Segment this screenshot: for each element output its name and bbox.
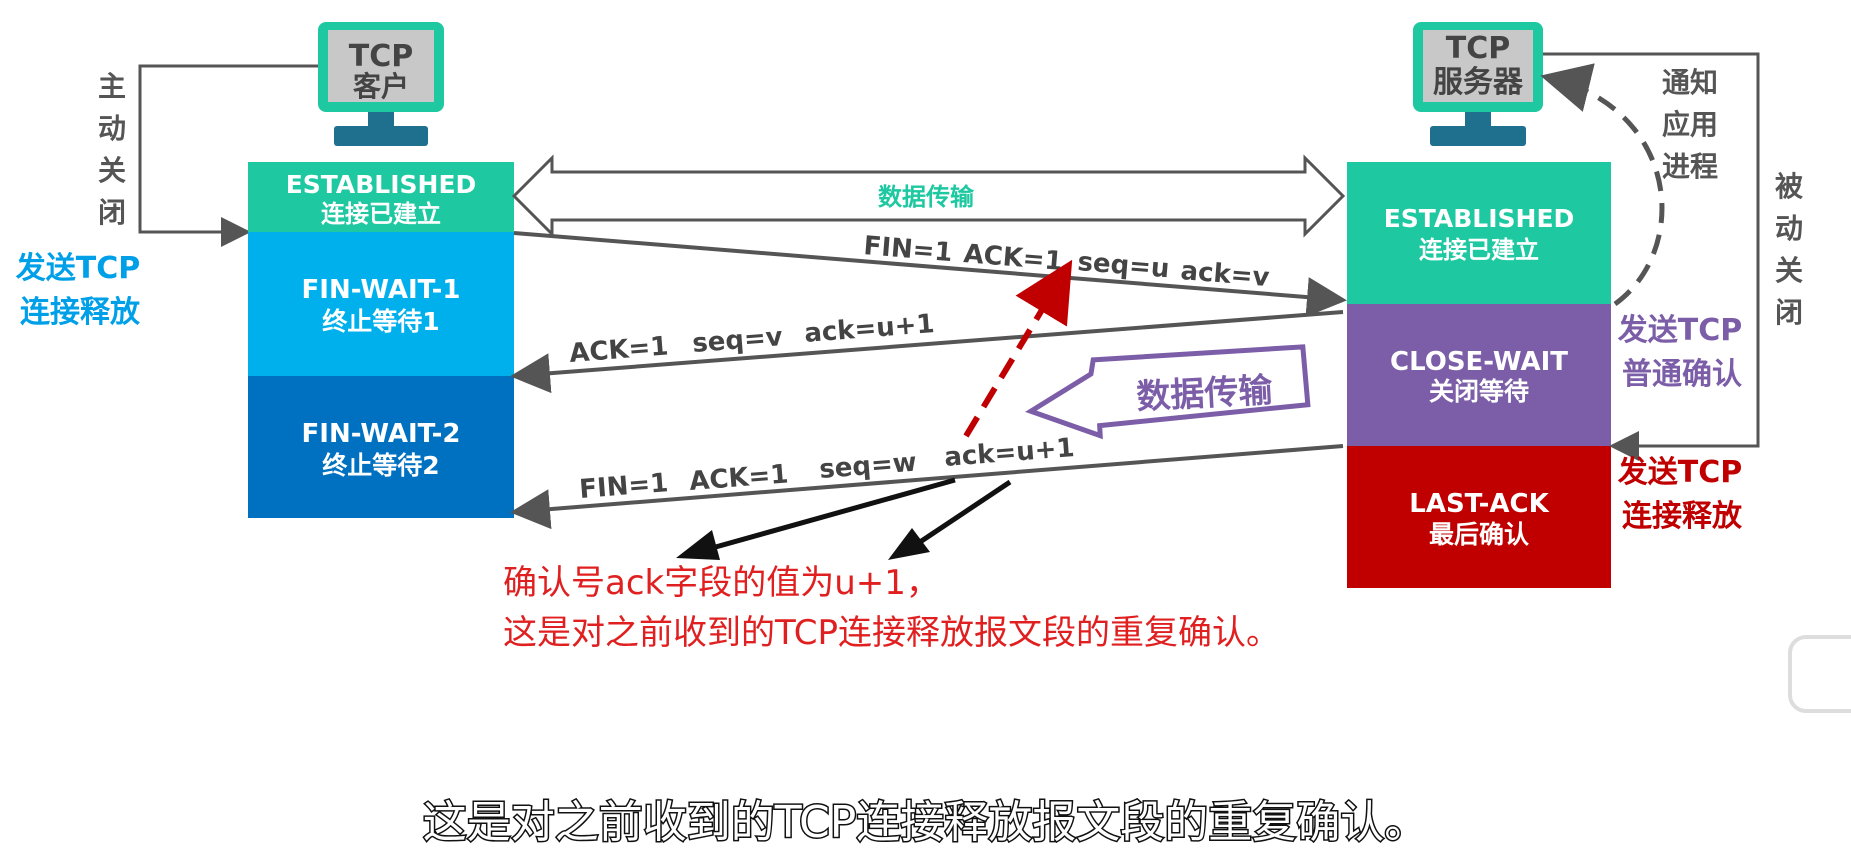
svg-text:连接已建立: 连接已建立 [321,200,441,228]
svg-text:最后确认: 最后确认 [1429,520,1529,549]
active-close-connector [138,64,318,247]
client-monitor-line2: 客户 [353,70,409,103]
client-state-established: ESTABLISHED 连接已建立 [248,162,514,232]
svg-text:CLOSE-WAIT: CLOSE-WAIT [1390,347,1568,377]
svg-text:LAST-ACK: LAST-ACK [1409,489,1549,519]
server-send-ack-line2: 普通确认 [1622,357,1742,392]
active-close-label: 主 动 关 闭 [98,70,126,229]
server-monitor-icon: TCP 服务器 [1413,22,1543,146]
ack-segment-label: ACK=1 seq=v ack=u+1 [568,309,935,369]
server-monitor-line1: TCP [1446,31,1510,66]
video-subtitle: 这是对之前收到的TCP连接释放报文段的重复确认。 [421,796,1430,850]
svg-text:FIN=1: FIN=1 [578,468,669,505]
svg-text:关: 关 [98,154,126,187]
svg-text:seq=w: seq=w [818,448,918,485]
svg-text:关闭等待: 关闭等待 [1429,377,1529,406]
client-monitor-line1: TCP [349,39,413,74]
client-monitor-icon: TCP 客户 [318,22,444,146]
passive-close-connector [1543,52,1760,461]
client-send-release-line1: 发送TCP [15,251,140,286]
ack-segment-arrow [510,310,1344,394]
server-monitor-line2: 服务器 [1433,65,1524,100]
data-transfer-double-arrow: 数据传输 [511,154,1346,238]
server-send-release-line1: 发送TCP [1617,455,1742,490]
passive-close-label: 被 动 关 闭 [1775,170,1803,329]
svg-text:终止等待2: 终止等待2 [322,451,439,480]
svg-text:通知: 通知 [1662,66,1718,99]
svg-text:关: 关 [1775,254,1803,287]
data-transfer-mid-label: 数据传输 [1135,370,1274,417]
svg-text:动: 动 [98,112,126,145]
note-line1: 确认号ack字段的值为u+1， [503,563,940,603]
svg-text:主: 主 [98,70,126,103]
svg-text:seq=u: seq=u [1076,247,1170,284]
fin-segment-label: FIN=1 ACK=1 seq=u ack=v [862,231,1270,293]
play-button[interactable] [1788,635,1851,713]
svg-text:闭: 闭 [1775,296,1803,329]
server-send-release-line2: 连接释放 [1622,499,1743,534]
svg-text:连接已建立: 连接已建立 [1419,236,1539,264]
svg-text:闭: 闭 [98,196,126,229]
svg-text:FIN-WAIT-2: FIN-WAIT-2 [302,419,461,449]
server-fin-segment-label: FIN=1 ACK=1 seq=w ack=u+1 [578,433,1075,505]
svg-text:ESTABLISHED: ESTABLISHED [1384,204,1575,233]
pointer-arrows [676,477,1012,560]
svg-text:动: 动 [1775,212,1803,245]
server-state-close-wait: CLOSE-WAIT 关闭等待 [1347,304,1611,446]
server-state-last-ack: LAST-ACK 最后确认 [1347,446,1611,588]
svg-text:应用: 应用 [1662,108,1718,141]
client-send-release-line2: 连接释放 [20,295,141,330]
note-line2: 这是对之前收到的TCP连接释放报文段的重复确认。 [503,613,1280,653]
svg-text:ESTABLISHED: ESTABLISHED [286,170,477,199]
svg-text:被: 被 [1775,170,1803,203]
svg-text:进程: 进程 [1662,150,1718,183]
fin-segment-arrow [513,231,1347,318]
server-fin-segment-arrow [510,444,1344,530]
client-state-fin-wait-1: FIN-WAIT-1 终止等待1 [248,232,514,376]
svg-text:终止等待1: 终止等待1 [322,307,439,336]
notify-app-label: 通知 应用 进程 [1662,66,1718,183]
data-transfer-left-arrow: 数据传输 [1025,344,1311,440]
svg-text:FIN=1: FIN=1 [862,231,953,268]
notify-app-arrow [1540,63,1665,307]
svg-text:seq=v: seq=v [691,322,784,359]
data-transfer-top-label: 数据传输 [878,183,975,211]
client-state-fin-wait-2: FIN-WAIT-2 终止等待2 [248,376,514,518]
svg-text:ack=v: ack=v [1179,256,1270,293]
server-state-established: ESTABLISHED 连接已建立 [1347,162,1611,304]
svg-text:FIN-WAIT-1: FIN-WAIT-1 [302,275,461,305]
server-send-ack-line1: 发送TCP [1617,313,1742,348]
